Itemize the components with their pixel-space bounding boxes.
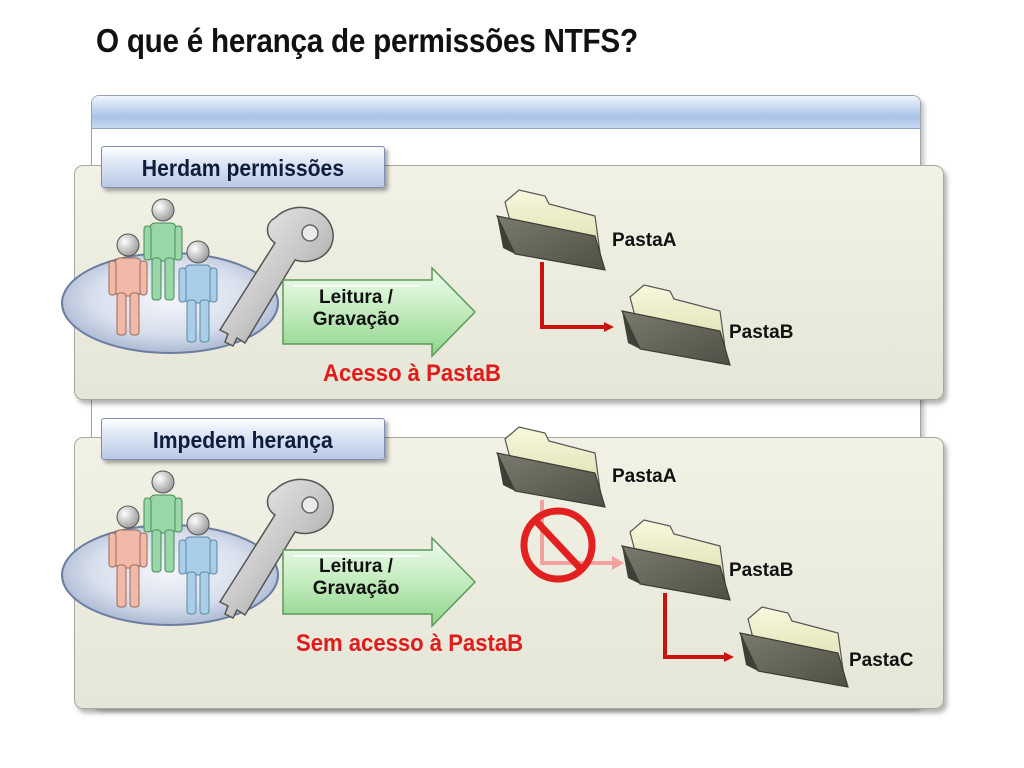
inherit-panel-label: Herdam permissões [101, 146, 385, 188]
inheritance-arrow [663, 593, 734, 662]
no-entry-icon [520, 507, 596, 583]
inheritance-arrow [540, 262, 614, 332]
permission-arrow [282, 536, 477, 628]
window-titlebar [92, 96, 920, 129]
folder-icon [621, 519, 731, 601]
folder-label-pastaa: PastaA [612, 230, 677, 251]
permission-label: Leitura / Gravação [312, 556, 400, 599]
permission-arrow [282, 266, 477, 358]
folder-icon [739, 606, 849, 688]
block-inheritance-panel-label: Impedem herança [101, 418, 385, 460]
access-result-text: Sem acesso à PastaB [296, 630, 524, 657]
folder-icon [621, 284, 731, 366]
folder-icon [496, 189, 606, 271]
folder-icon [496, 426, 606, 508]
folder-label-pastac: PastaC [849, 650, 914, 671]
folder-label-pastab: PastaB [729, 322, 794, 343]
access-result-text: Acesso à PastaB [323, 360, 501, 387]
permission-label: Leitura / Gravação [312, 287, 400, 330]
folder-label-pastab: PastaB [729, 560, 794, 581]
page-title: O que é herança de permissões NTFS? [96, 22, 638, 59]
folder-label-pastaa: PastaA [612, 466, 677, 487]
